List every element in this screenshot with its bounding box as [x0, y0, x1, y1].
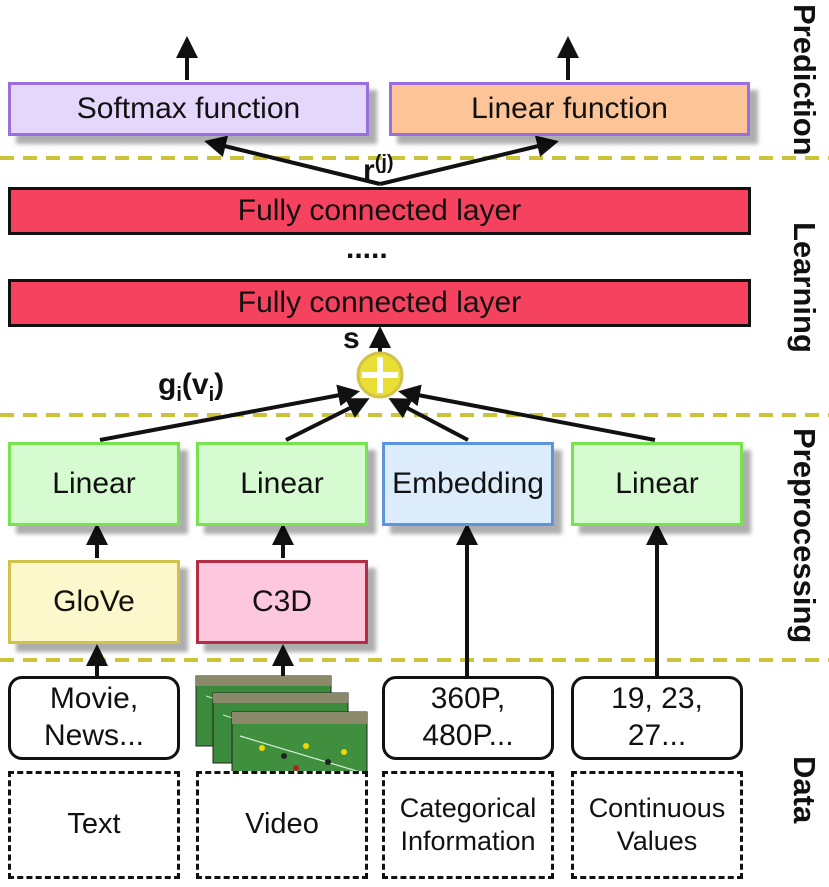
prediction-text: Prediction — [787, 4, 822, 156]
r-j-label: r(j) — [363, 152, 394, 188]
continuous-type-box: Continuous Values — [571, 771, 743, 879]
continuous-type-label: Continuous Values — [588, 793, 726, 856]
linear-1-label: Linear — [52, 466, 136, 500]
c3d-box: C3D — [196, 560, 368, 644]
sum-node — [356, 351, 404, 399]
categorical-data-box: 360P, 480P... — [382, 676, 554, 760]
arrow-linear2-to-sum — [285, 398, 370, 442]
preprocessing-text: Preprocessing — [787, 428, 822, 644]
arrow-linear3-to-sum — [398, 384, 656, 442]
linear-2-label: Linear — [240, 466, 324, 500]
section-label-learning: Learning — [786, 222, 822, 353]
fully-connected-layer-bottom: Fully connected layer — [8, 279, 751, 327]
s-label-text: s — [343, 322, 360, 355]
continuous-data-values: 19, 23, 27... — [611, 682, 703, 752]
text-data-box: Movie, News... — [8, 676, 180, 760]
g-mid: (v — [181, 368, 209, 401]
categorical-type-label: Categorical Information — [399, 793, 537, 856]
softmax-function-label: Softmax function — [76, 91, 301, 125]
text-type-label: Text — [67, 808, 121, 841]
g-sub: i — [176, 384, 182, 406]
continuous-data-box: 19, 23, 27... — [571, 676, 743, 760]
softmax-function-box: Softmax function — [8, 82, 369, 136]
g-i-v-i-label: gi(vi) — [158, 368, 224, 407]
section-separators — [0, 156, 829, 662]
arrow-r-to-softmax — [204, 135, 381, 186]
fully-connected-layer-top: Fully connected layer — [8, 187, 751, 235]
categorical-data-values: 360P, 480P... — [422, 682, 514, 752]
linear-3-label: Linear — [615, 466, 699, 500]
video-type-box: Video — [196, 771, 368, 879]
arrow-linear1-to-sum — [99, 384, 360, 442]
fc-bottom-label: Fully connected layer — [237, 285, 522, 319]
arrows — [86, 36, 668, 676]
g-base: g — [158, 368, 177, 401]
linear-box-video: Linear — [196, 442, 368, 526]
s-label: s — [343, 322, 360, 356]
ellipsis-text: ..... — [346, 232, 388, 265]
text-type-box: Text — [8, 771, 180, 879]
text-data-values: Movie, News... — [43, 682, 145, 752]
learning-text: Learning — [787, 222, 822, 353]
r-label-base: r — [363, 154, 375, 187]
section-label-prediction: Prediction — [786, 4, 822, 156]
glove-label: GloVe — [53, 584, 135, 618]
arrow-embedding-to-sum — [388, 398, 469, 442]
embedding-label: Embedding — [392, 466, 544, 500]
r-label-sup: (j) — [374, 152, 394, 174]
video-frames-image — [195, 675, 368, 783]
section-label-preprocessing: Preprocessing — [786, 428, 822, 643]
linear-box-continuous: Linear — [571, 442, 743, 526]
categorical-type-box: Categorical Information — [382, 771, 554, 879]
g-sub2: i — [208, 384, 215, 406]
fc-top-label: Fully connected layer — [237, 193, 522, 227]
data-text: Data — [787, 756, 822, 824]
arrow-r-to-linearfn — [379, 135, 559, 186]
linear-box-text: Linear — [8, 442, 180, 526]
g-end: ) — [214, 368, 225, 401]
linear-function-label: Linear function — [471, 91, 668, 125]
embedding-box: Embedding — [382, 442, 554, 526]
linear-function-box: Linear function — [389, 82, 750, 136]
glove-box: GloVe — [8, 560, 180, 644]
layer-ellipsis: ..... — [346, 232, 388, 266]
section-label-data: Data — [786, 756, 822, 823]
c3d-label: C3D — [251, 584, 312, 618]
video-type-label: Video — [245, 808, 319, 841]
